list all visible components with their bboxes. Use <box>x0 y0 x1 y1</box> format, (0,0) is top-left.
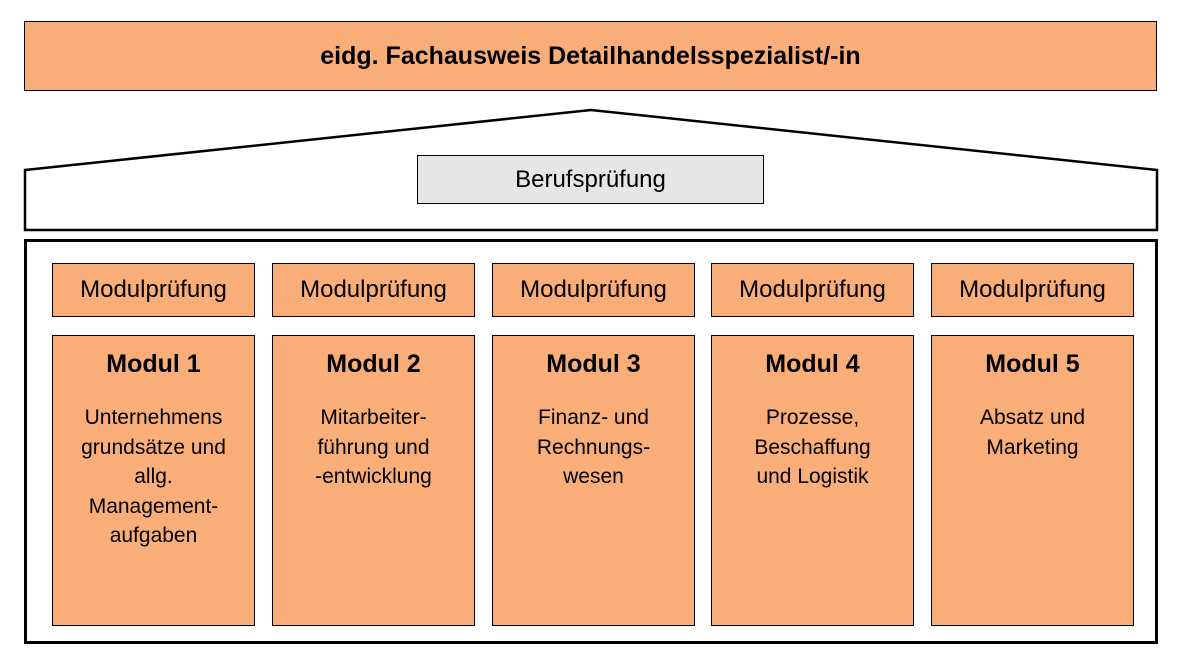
diploma-title: eidg. Fachausweis Detailhandelsspezialis… <box>24 21 1157 91</box>
modulpruefung-4: Modulprüfung <box>711 263 914 317</box>
module-name: Modul 1 <box>106 350 201 378</box>
module-3: Modul 3 Finanz- und Rechnungs- wesen <box>492 335 695 626</box>
module-description: Absatz und Marketing <box>979 406 1086 459</box>
modules-container <box>24 239 1158 644</box>
module-description: Finanz- und Rechnungs- wesen <box>536 406 651 488</box>
module-description: Unternehmens grundsätze und allg. Manage… <box>81 406 226 547</box>
module-5: Modul 5 Absatz und Marketing <box>931 335 1134 626</box>
module-name: Modul 4 <box>765 350 860 378</box>
module-name: Modul 5 <box>985 350 1080 378</box>
module-name: Modul 3 <box>546 350 641 378</box>
berufspruefung-label: Berufsprüfung <box>417 155 764 204</box>
module-1: Modul 1 Unternehmens grundsätze und allg.… <box>52 335 255 626</box>
modulpruefung-5: Modulprüfung <box>931 263 1134 317</box>
module-description: Prozesse, Beschaffung und Logistik <box>754 406 871 488</box>
modulpruefung-2: Modulprüfung <box>272 263 475 317</box>
modulpruefung-1: Modulprüfung <box>52 263 255 317</box>
modulpruefung-3: Modulprüfung <box>492 263 695 317</box>
module-4: Modul 4 Prozesse, Beschaffung und Logisti… <box>711 335 914 626</box>
module-description: Mitarbeiter- führung und -entwicklung <box>315 406 432 488</box>
module-2: Modul 2 Mitarbeiter- führung und -entwick… <box>272 335 475 626</box>
module-name: Modul 2 <box>326 350 421 378</box>
roof-shape <box>23 108 1159 232</box>
